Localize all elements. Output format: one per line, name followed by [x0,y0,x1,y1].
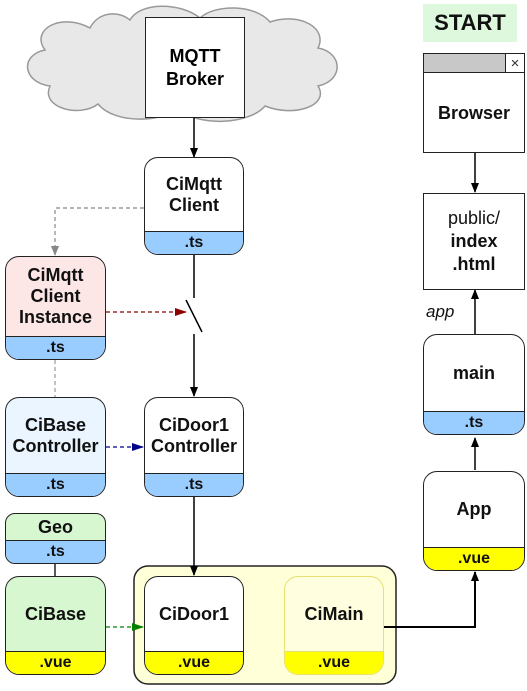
cimqtt-client-instance-ext: .ts [6,336,105,359]
geo-name: Geo [37,516,73,537]
arrow-cimain-to-app [384,571,479,628]
cidoor1-ext: .vue [145,651,243,674]
cimain-name: CiMain [304,603,364,624]
cibase-ext: .vue [6,651,105,674]
index-line-1: public/ [447,208,501,228]
cimqtt-client-instance-module[interactable]: CiMqtt Client Instance .ts [5,256,106,360]
cidoor1-controller-name: CiDoor1 Controller [150,414,237,456]
index-line-2: index [450,231,498,251]
start-label: START [423,4,517,42]
main-ext: .ts [424,411,524,434]
cibase-module[interactable]: CiBase .vue [5,576,106,675]
cibase-controller-ext: .ts [6,473,105,496]
cimain-module[interactable]: CiMain .vue [284,576,384,675]
app-mount-label: app [426,302,455,321]
dashed-client-to-instance [51,207,144,256]
app-module[interactable]: App .vue [423,471,525,571]
index-line-3: .html [452,254,496,274]
cimqtt-client-ext: .ts [145,231,243,254]
index-html-box: public/ index .html [423,193,525,290]
cimqtt-client-module[interactable]: CiMqtt Client .ts [144,157,244,255]
cimqtt-client-instance-name: CiMqtt Client Instance [18,265,93,327]
cibase-name: CiBase [24,603,87,624]
geo-ext: .ts [6,540,105,563]
browser-window: × Browser [423,53,525,153]
mqtt-broker-box: MQTT Broker [145,17,245,118]
main-module[interactable]: main .ts [423,334,525,435]
switch-blade [185,299,203,333]
cidoor1-controller-module[interactable]: CiDoor1 Controller .ts [144,397,244,497]
cimain-ext: .vue [285,651,383,674]
cidoor1-name: CiDoor1 [158,603,229,624]
cimqtt-client-name: CiMqtt Client [166,173,222,215]
cidoor1-module[interactable]: CiDoor1 .vue [144,576,244,675]
close-icon[interactable]: × [505,54,524,72]
broker-line-2: Broker [165,68,225,89]
broker-line-1: MQTT [169,45,221,66]
browser-label: Browser [437,102,511,123]
cibase-controller-name: CiBase Controller [12,414,99,456]
geo-module[interactable]: Geo .ts [5,513,106,564]
app-ext: .vue [424,547,524,570]
browser-titlebar: × [424,54,524,73]
app-name: App [456,499,492,519]
cibase-controller-module[interactable]: CiBase Controller .ts [5,397,106,497]
cidoor1-controller-ext: .ts [145,473,243,496]
main-name: main [452,362,495,383]
